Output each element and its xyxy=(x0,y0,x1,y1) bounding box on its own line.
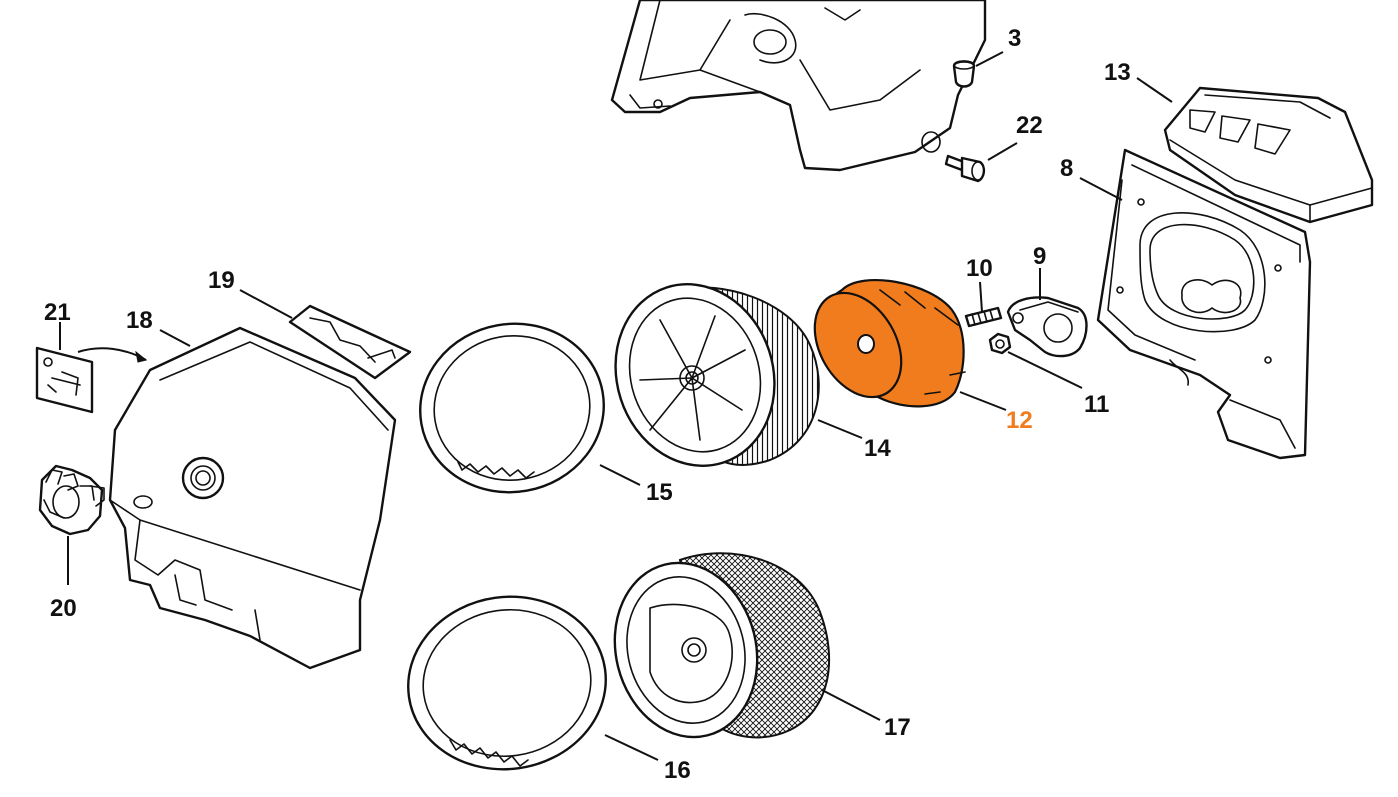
part-19-plate xyxy=(288,304,412,380)
part-16-gasket xyxy=(407,595,607,771)
part-20-knob xyxy=(38,464,105,536)
part-10-stud xyxy=(964,306,1003,328)
callout-11: 11 xyxy=(1084,391,1109,418)
callout-19: 19 xyxy=(208,267,235,294)
shroud-housing xyxy=(610,0,987,172)
callout-20: 20 xyxy=(50,595,77,622)
callout-10: 10 xyxy=(966,255,993,282)
callout-15: 15 xyxy=(646,479,673,506)
callout-9: 9 xyxy=(1033,243,1046,270)
callout-13: 13 xyxy=(1104,59,1131,86)
part-14-paper-filter xyxy=(614,283,820,467)
leader-lines xyxy=(59,51,1173,761)
callout-labels: 3 22 13 8 10 9 11 12 19 21 18 14 15 20 1… xyxy=(44,25,1131,784)
callout-22: 22 xyxy=(1016,112,1043,139)
part-21-label xyxy=(35,346,94,414)
part-12-prefilter xyxy=(813,278,966,408)
part-13-top-cover xyxy=(1163,86,1374,224)
callout-21: 21 xyxy=(44,299,71,326)
part-11-nut xyxy=(988,332,1012,355)
callout-8: 8 xyxy=(1060,155,1073,182)
part-22-screw xyxy=(944,154,986,183)
part-9-bracket xyxy=(1006,296,1088,358)
callout-14: 14 xyxy=(864,435,891,462)
part-8-baseplate xyxy=(1096,148,1312,460)
part-15-gasket xyxy=(419,322,605,494)
callout-17: 17 xyxy=(884,714,911,741)
callout-16: 16 xyxy=(664,757,691,784)
part-3-plug xyxy=(952,60,976,88)
callout-3: 3 xyxy=(1008,25,1021,52)
callout-12: 12 xyxy=(1006,407,1033,434)
part-18-filter-cover xyxy=(108,326,397,670)
part-17-mesh-filter xyxy=(613,552,831,739)
callout-18: 18 xyxy=(126,307,153,334)
